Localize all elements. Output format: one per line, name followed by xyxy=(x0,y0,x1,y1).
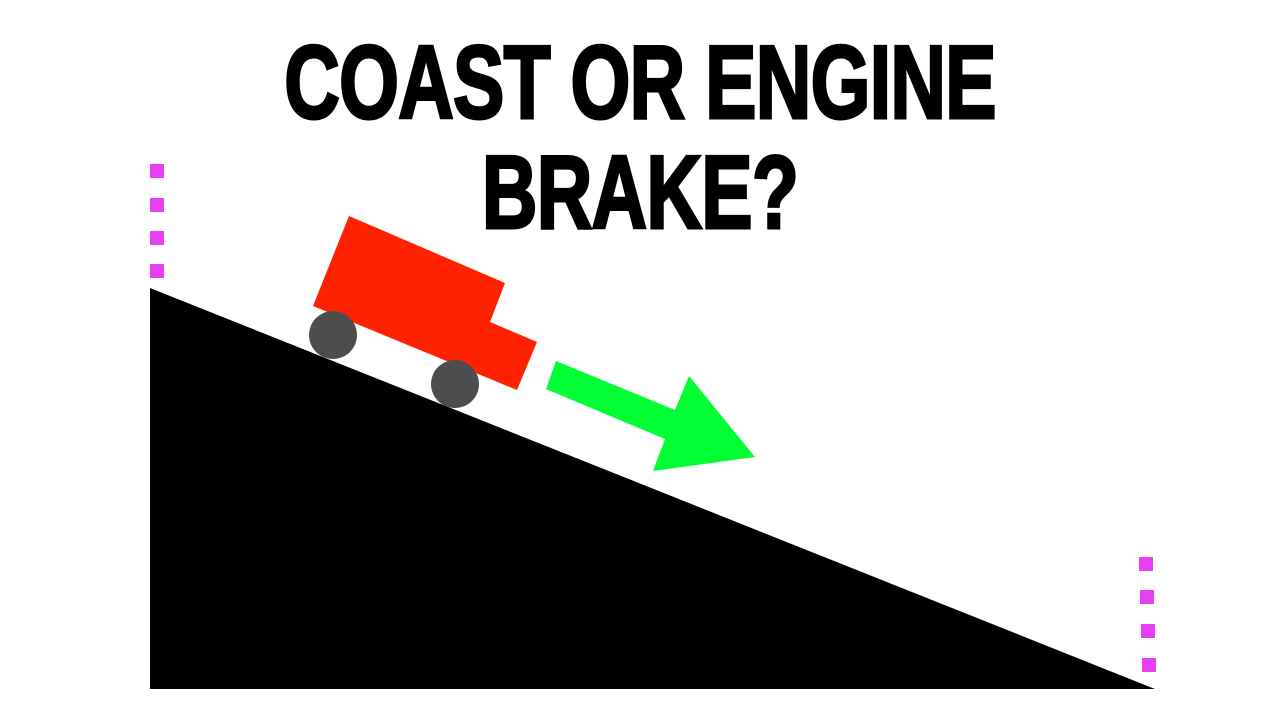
title: COAST OR ENGINE BRAKE? xyxy=(283,25,997,251)
truck-front-wheel xyxy=(431,360,479,408)
truck-rear-wheel xyxy=(309,311,357,359)
downhill-arrow-icon xyxy=(546,361,755,471)
truck xyxy=(309,216,537,408)
right-height-marker xyxy=(1139,557,1156,672)
hill-slope xyxy=(150,288,1155,689)
left-height-marker xyxy=(150,164,164,278)
truck-body xyxy=(313,216,537,390)
